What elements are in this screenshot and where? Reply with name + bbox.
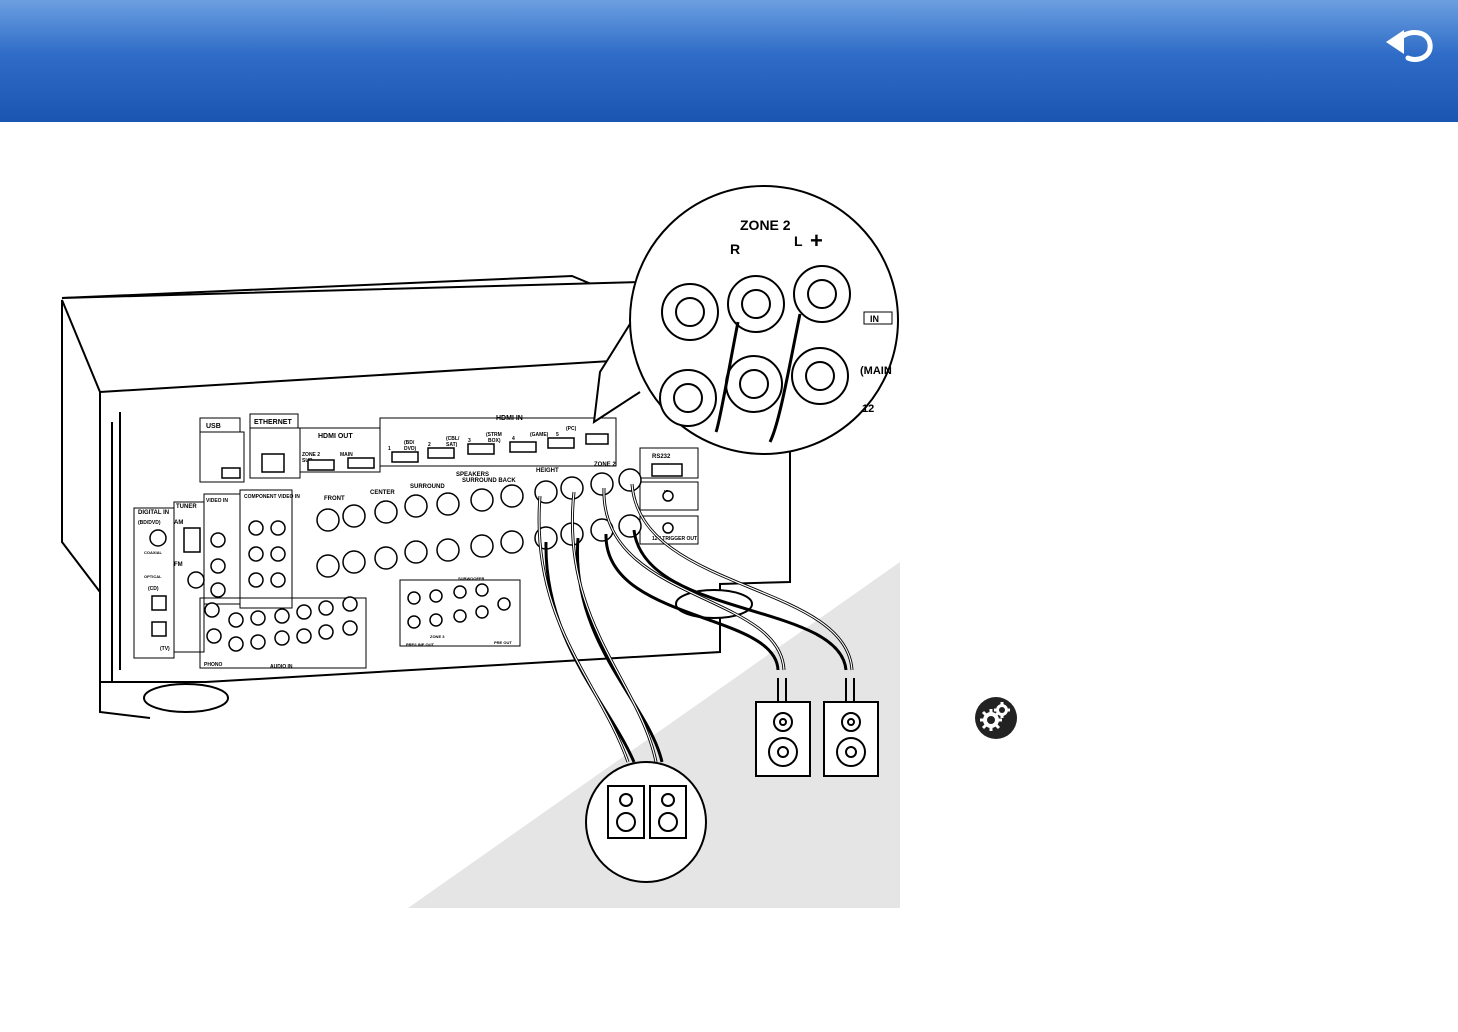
inset-in-label: IN [870,314,879,324]
zone2-connection-diagram: USB ETHERNET HDMI OUT ZONE 2 SUB MAIN HD… [0,122,920,942]
zone3-label: ZONE 3 [430,634,445,639]
usb-label: USB [206,423,221,430]
height-label: HEIGHT [536,468,559,474]
digital-in-label: DIGITAL IN [138,510,169,516]
hdmi-in-game: (GAME) [530,432,549,438]
pre-zone-out-label: PRE/LINE OUT [406,642,435,647]
inset-zone2-title: ZONE 2 [740,217,791,233]
hdmi-in-sat: SAT) [446,442,458,448]
front-label: FRONT [324,496,345,502]
inset-plus-label: + [810,228,823,253]
fm-label: FM [174,562,183,568]
hdmi-in-1: 1 [388,446,391,452]
audio-in-label: AUDIO IN [270,664,293,670]
hdmi-in-5: 5 [556,432,559,438]
inset-12-label: 12 [862,403,874,415]
ethernet-label: ETHERNET [254,419,292,426]
am-label: AM [174,520,183,526]
panel-zone2-label: ZONE 2 [594,462,616,468]
component-video-in-label: COMPONENT VIDEO IN [244,494,300,500]
trigger-out-label: 12V TRIGGER OUT [652,536,697,542]
height-speakers-inset [585,761,707,883]
settings-gear-icon [975,697,1017,739]
digital-tv-label: (TV) [160,646,170,652]
inset-r-label: R [730,241,740,257]
hdmi-in-4: 4 [512,436,515,442]
hdmi-in-2: 2 [428,442,431,448]
back-button[interactable] [1380,20,1440,68]
hdmi-out-zone2-label: ZONE 2 [302,452,320,458]
inset-main-label: (MAIN [860,365,892,377]
hdmi-in-box: BOX) [488,438,501,444]
header-bar [0,0,1458,122]
hdmi-in-strm: (STRM [486,432,502,438]
digital-bd-dvd-label: (BD/DVD) [138,520,161,526]
hdmi-in-3: 3 [468,438,471,444]
hdmi-out-main-label: MAIN [340,452,353,458]
surround-back-label: SURROUND BACK [462,478,516,484]
hdmi-in-pc: (PC) [566,426,577,432]
hdmi-in-cbl: (CBL/ [446,436,460,442]
hdmi-in-dvd: DVD) [404,446,417,452]
pre-out-label: PRE OUT [494,640,512,645]
hdmi-out-label: HDMI OUT [318,433,353,440]
receiver-unit [61,274,791,719]
subwoofer-label: SUBWOOFER [458,576,485,581]
zone2-terminal-inset: ZONE 2 R L + IN (MAIN 12 [592,185,899,455]
video-in-label: VIDEO IN [206,498,228,504]
phono-label: PHONO [204,662,222,668]
rs232-label: RS232 [652,454,671,460]
speakers-label: SPEAKERS [456,472,489,478]
back-arrow-icon [1386,30,1433,62]
zone2-speaker-left [755,678,811,777]
settings-button[interactable] [974,696,1018,740]
coaxial-label: COAXIAL [144,550,163,555]
optical-label: OPTICAL [144,574,162,579]
digital-cd-label: (CD) [148,586,159,592]
tuner-label: TUNER [176,504,197,510]
inset-l-label: L [794,233,803,249]
zone2-speaker-right [823,678,879,777]
hdmi-in-bd: (BD/ [404,440,415,446]
surround-label: SURROUND [410,484,445,490]
center-label: CENTER [370,490,395,496]
